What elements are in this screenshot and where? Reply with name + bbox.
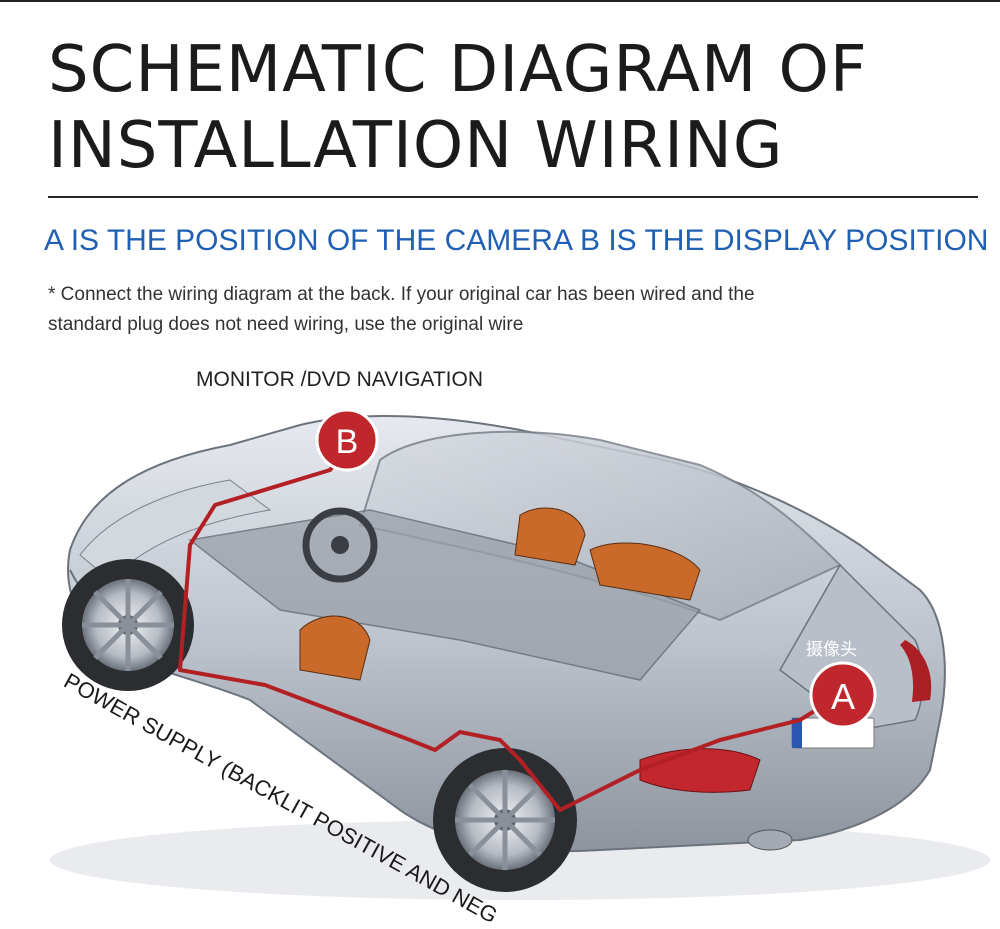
note-line-1: * Connect the wiring diagram at the back… — [48, 284, 755, 305]
title-line-1: SCHEMATIC DIAGRAM OF — [48, 33, 868, 107]
hood-panel — [79, 479, 272, 581]
car-illustration: B A 摄像头 — [0, 340, 1000, 910]
car-cutaway-drawing: B A 摄像头 — [50, 408, 990, 900]
camera-position-caption: A IS THE POSITION OF THE CAMERA — [44, 224, 573, 257]
steering-wheel — [302, 507, 378, 583]
marker-a-letter: A — [831, 676, 855, 717]
steering-hub — [331, 536, 349, 554]
note-line-2: standard plug does not need wiring, use … — [48, 314, 524, 335]
display-position-caption: B IS THE DISPLAY POSITION — [580, 224, 989, 257]
front-seat-left — [299, 615, 371, 681]
rear-side-light — [900, 640, 932, 702]
license-plate-band — [792, 718, 802, 748]
label-cover-box — [724, 380, 906, 438]
tail-light — [639, 748, 761, 793]
marker-b: B — [315, 408, 379, 472]
title-line-2: INSTALLATION WIRING — [48, 109, 784, 183]
wiring-note: * Connect the wiring diagram at the back… — [48, 280, 868, 340]
monitor-label: MONITOR /DVD NAVIGATION — [196, 368, 484, 391]
page-title: SCHEMATIC DIAGRAM OF INSTALLATION WIRING — [48, 32, 968, 184]
interior-cutaway — [188, 509, 702, 681]
exhaust-pipe — [747, 829, 793, 851]
rear-seat — [589, 542, 701, 601]
front-wheel — [62, 559, 194, 691]
marker-b-letter: B — [336, 423, 359, 461]
top-rule — [0, 0, 1000, 2]
wiring-path — [178, 448, 842, 812]
camera-label-cn: 摄像头 — [806, 640, 857, 660]
front-seat-right — [514, 507, 586, 566]
title-divider — [48, 196, 978, 198]
marker-a: A — [809, 661, 877, 729]
rear-wheel — [433, 748, 577, 892]
